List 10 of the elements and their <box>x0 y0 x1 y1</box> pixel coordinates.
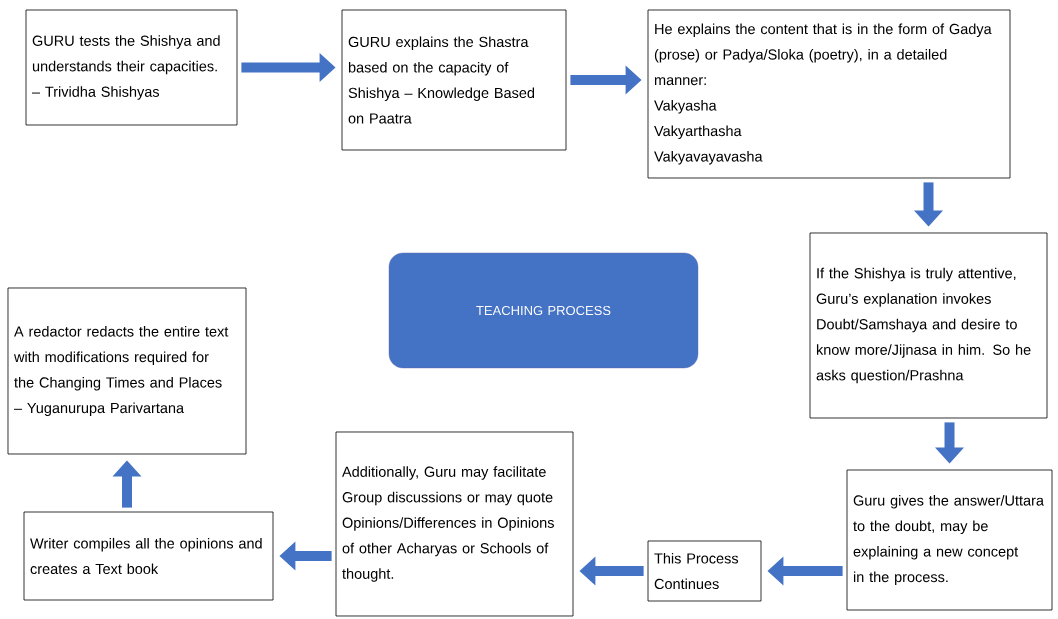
title-box: TEACHING PROCESS <box>388 252 699 369</box>
process-box: GURU explains the Shastra based on the capacity of Shishya – Knowledge Based on Paatra <box>341 9 567 151</box>
process-box: If the Shishya is truly attentive, Guru’s explanation invokes Doubt/Samshaya and desire to know more/Jijnasa in him. So he asks question/Prashna <box>809 232 1048 419</box>
process-box: Guru gives the answer/Uttara to the doubt, may be explaining a new concept in the process. <box>846 469 1053 611</box>
process-box: A redactor redacts the entire text with modifications required for the Changing Times and Places – Yuganurupa Parivartana <box>7 287 247 455</box>
process-box: He explains the content that is in the form of Gadya (prose) or Padya/Sloka (poetry), in a detailed manner: Vakyasha Vakyarthasha Vakyavayavasha <box>647 9 1011 179</box>
process-box: GURU tests the Shishya and understands their capacities. – Trividha Shishyas <box>25 9 238 126</box>
process-box: This Process Continues <box>647 540 762 602</box>
process-box: Writer compiles all the opinions and creates a Text book <box>23 511 274 601</box>
process-box: Additionally, Guru may facilitate Group discussions or may quote Opinions/Differences in Opinions of other Acharyas or Schools of thought. <box>335 431 574 617</box>
